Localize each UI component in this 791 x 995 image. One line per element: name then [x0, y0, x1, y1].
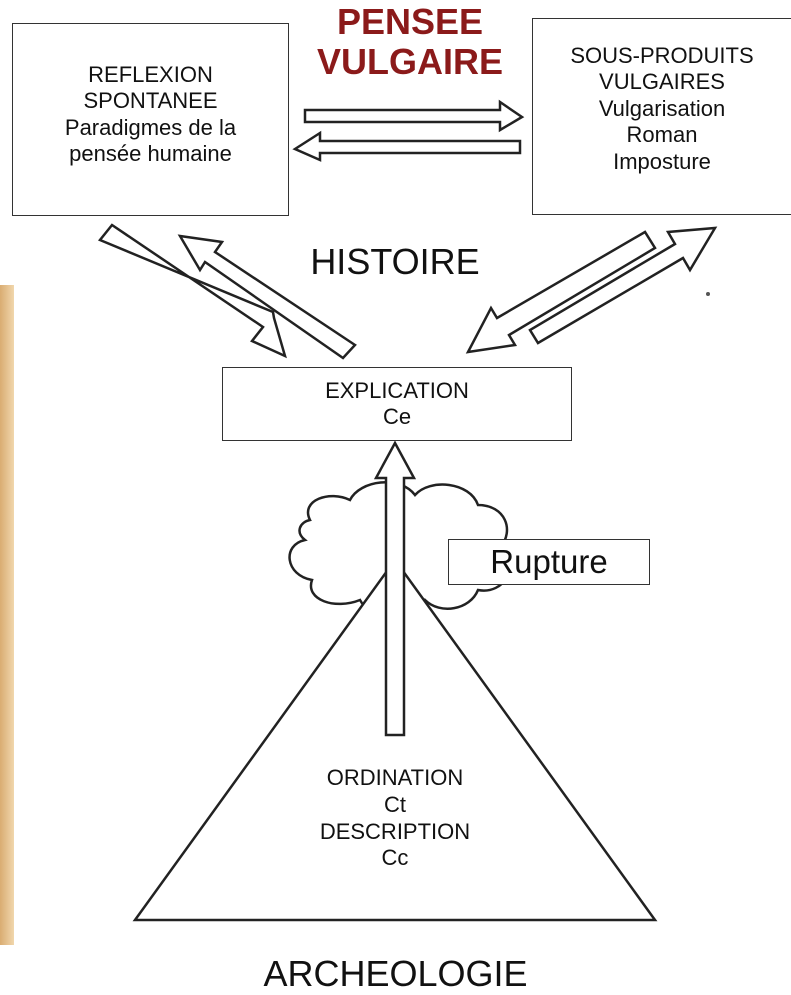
triangle-line-3: DESCRIPTION [319, 818, 471, 844]
arrow-explication-to-reflexion [177, 234, 357, 360]
reflexion-line-2: SPONTANEE [83, 88, 218, 114]
sous-produits-line-4: Roman [626, 122, 698, 148]
explication-text: EXPLICATION Ce [222, 378, 572, 431]
sous-produits-box [532, 18, 791, 215]
reflexion-text: REFLEXION SPONTANEE Paradigmes de la pen… [12, 62, 289, 168]
triangle-line-2: Ct [384, 791, 406, 817]
archeologie-triangle [132, 557, 658, 922]
arrow-explication-to-sous-produits [528, 226, 718, 345]
arrow-reflexion-to-explication [97, 223, 287, 359]
sous-produits-line-1: SOUS-PRODUITS [570, 43, 754, 68]
triangle-line-1: ORDINATION [326, 765, 464, 790]
reflexion-line-1: REFLEXION [88, 62, 213, 87]
arrow-up-to-explication [373, 440, 417, 737]
reflexion-line-3: Paradigmes de la [64, 114, 237, 140]
arrow-sous-produits-to-explication [465, 230, 657, 354]
title-line-2: VULGAIRE [316, 40, 503, 82]
triangle-text: ORDINATION Ct DESCRIPTION Cc [270, 765, 520, 872]
rupture-box [448, 539, 650, 585]
sous-produits-line-2: VULGAIRES [599, 69, 725, 95]
explication-line-2: Ce [382, 404, 412, 430]
triangle-line-4: Cc [381, 845, 409, 871]
title-line-1: PENSEE [336, 1, 484, 42]
arrow-left-to-reflexion [292, 130, 522, 162]
stray-dot [706, 292, 710, 296]
explication-line-1: EXPLICATION [325, 378, 469, 403]
histoire-label: HISTOIRE [310, 241, 480, 282]
sous-produits-line-3: Vulgarisation [598, 95, 726, 121]
archeologie-label: ARCHEOLOGIE [263, 953, 528, 994]
reflexion-box [12, 23, 289, 216]
explication-box [222, 367, 572, 441]
reflexion-line-4: pensée humaine [69, 141, 232, 167]
background-parchment-strip [0, 285, 14, 945]
sous-produits-line-5: Imposture [613, 148, 711, 174]
arrow-right-to-sous-produits [303, 99, 525, 133]
rupture-label: Rupture [490, 543, 608, 580]
pensee-vulgaire-title: PENSEE VULGAIRE [290, 2, 530, 81]
sous-produits-text: SOUS-PRODUITS VULGAIRES Vulgarisation Ro… [532, 43, 791, 175]
